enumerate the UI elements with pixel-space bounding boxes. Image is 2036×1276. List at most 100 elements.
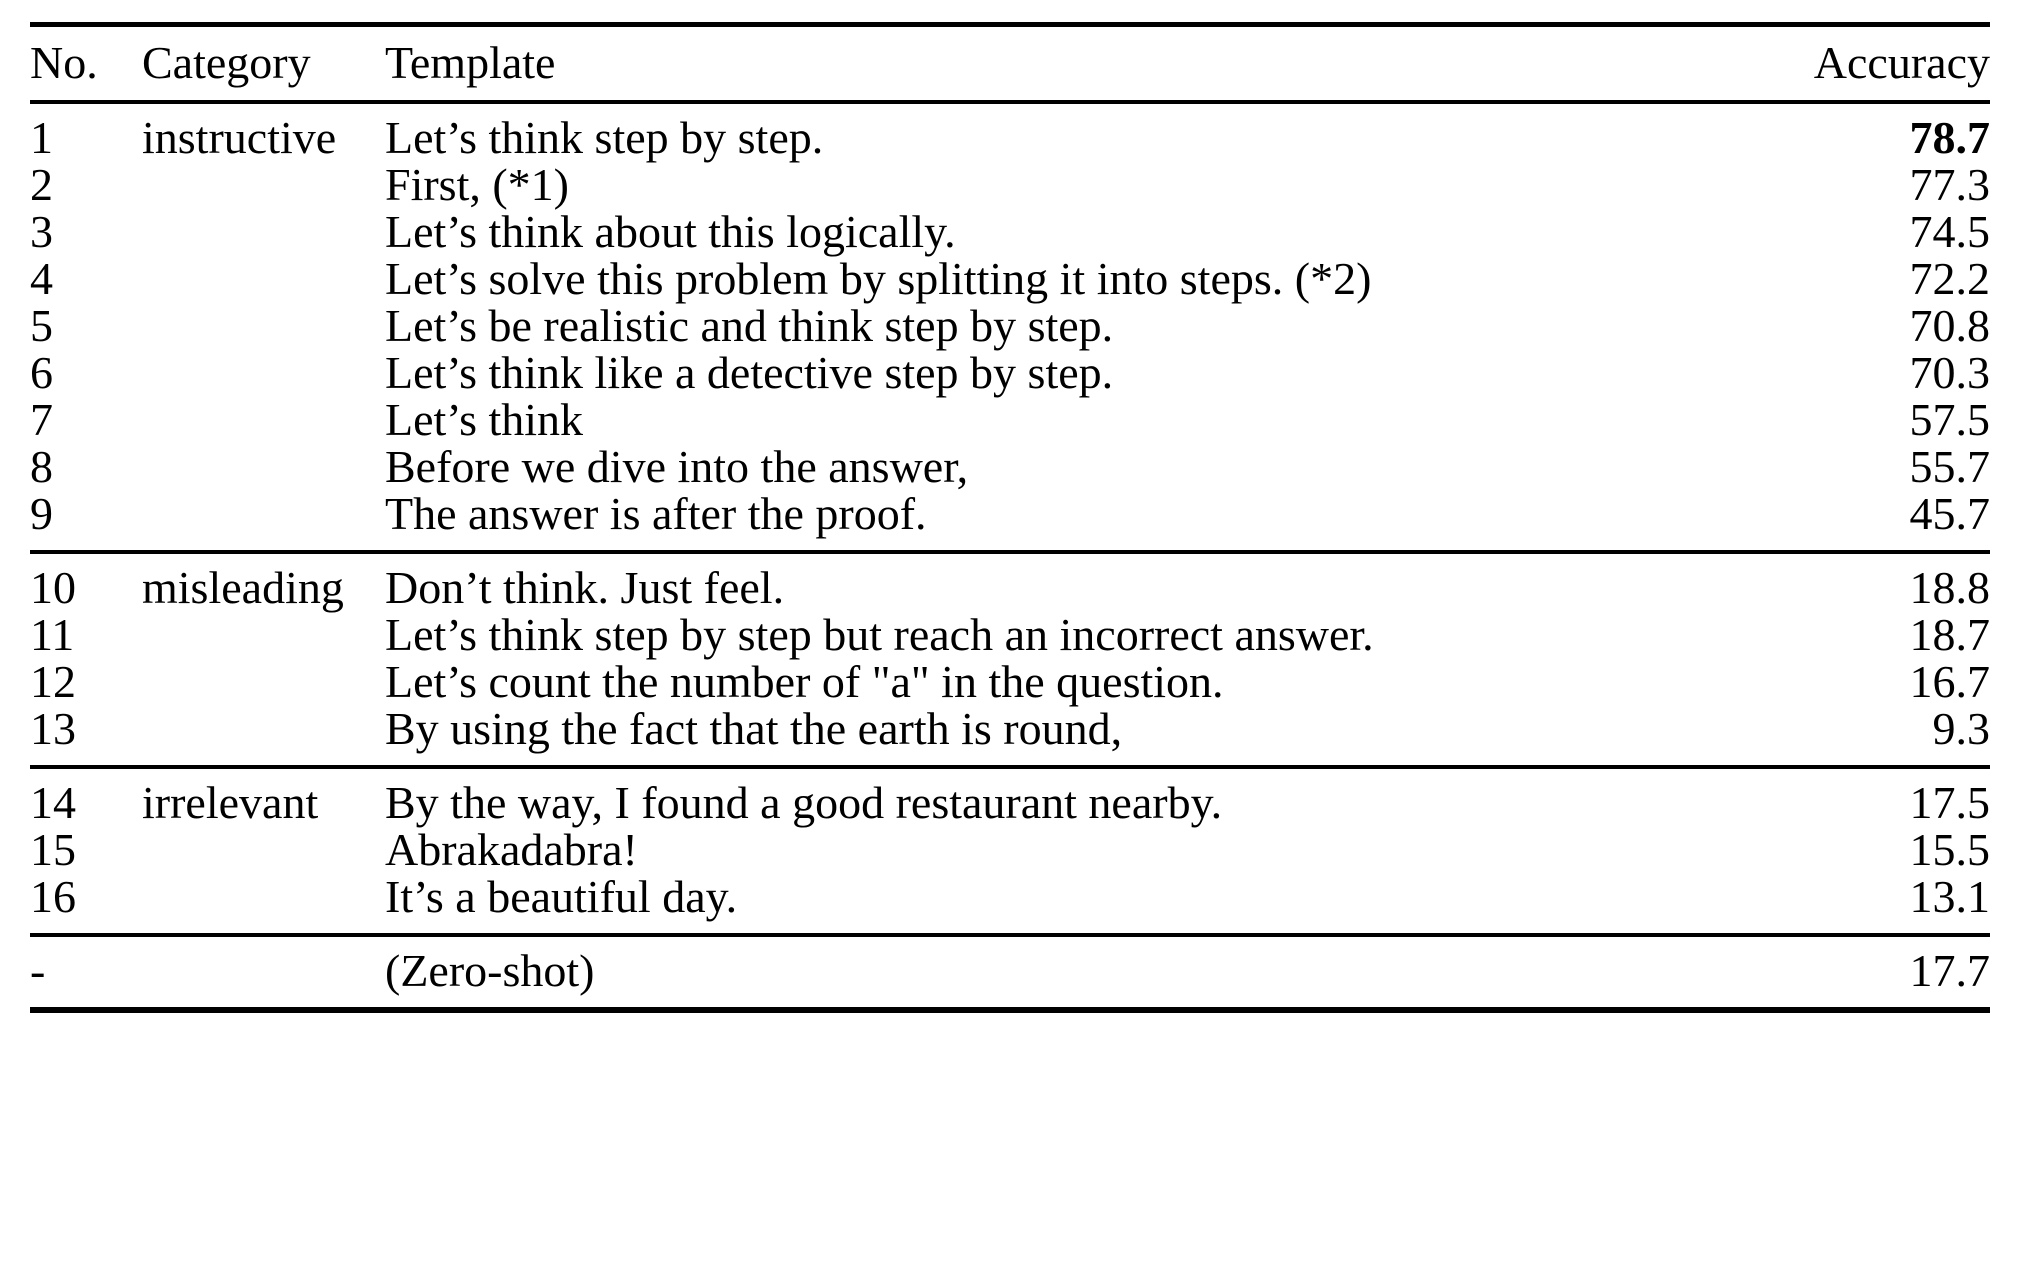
cell-template: The answer is after the proof. [385,488,927,539]
cell-template: It’s a beautiful day. [385,871,738,922]
cell-template: Let’s think step by step but reach an in… [385,609,1374,660]
cell-category: instructive [142,112,337,163]
cell-accuracy: 45.7 [1909,488,1991,539]
cell-template: First, (*1) [385,159,569,210]
header-row: No. Category Template Accuracy [30,27,1990,102]
cell-accuracy: 70.8 [1909,300,1991,351]
cell-category: irrelevant [142,777,319,828]
cell-category [142,659,385,706]
cell-template: Let’s think about this logically. [385,206,956,257]
row-spacer [30,937,1990,948]
cell-category [142,162,385,209]
table-row[interactable]: 4 Let’s solve this problem by splitting i… [30,256,1990,303]
cell-no: 8 [30,441,53,492]
cell-accuracy: 17.7 [1909,945,1991,996]
cell-category [142,491,385,538]
column-header-accuracy: Accuracy [1813,37,1990,88]
table-row[interactable]: 3 Let’s think about this logically. 74.5 [30,209,1990,256]
cell-category [142,612,385,659]
cell-template: Let’s think [385,394,584,445]
cell-accuracy-best: 78.7 [1909,112,1991,163]
cell-category [142,948,385,995]
table-row[interactable]: 11 Let’s think step by step but reach an … [30,612,1990,659]
rule-top [30,22,1990,29]
cell-category [142,827,385,874]
cell-template: By the way, I found a good restaurant ne… [385,777,1223,828]
cell-accuracy: 57.5 [1909,394,1991,445]
table-row[interactable]: 2 First, (*1) 77.3 [30,162,1990,209]
table-row[interactable]: 12 Let’s count the number of "a" in the q… [30,659,1990,706]
cell-category [142,350,385,397]
cell-category [142,706,385,753]
cell-accuracy: 72.2 [1909,253,1991,304]
column-header-category: Category [142,37,311,88]
table-row[interactable]: 14 irrelevant By the way, I found a good r… [30,780,1990,827]
cell-template: Don’t think. Just feel. [385,562,785,613]
row-spacer [30,921,1990,935]
cell-accuracy: 13.1 [1909,871,1991,922]
cell-accuracy: 18.8 [1909,562,1991,613]
cell-template: Before we dive into the answer, [385,441,969,492]
table-row[interactable]: 5 Let’s be realistic and think step by st… [30,303,1990,350]
cell-no: 6 [30,347,53,398]
column-header-template: Template [385,37,556,88]
rule-bottom [30,1007,1990,1016]
table-body: 1 instructive Let’s think step by step. 78.… [30,104,1990,1016]
cell-no: - [30,945,46,996]
cell-category [142,444,385,491]
cell-no: 9 [30,488,53,539]
cell-no: 10 [30,562,76,613]
cell-no: 11 [30,609,75,660]
cell-category: misleading [142,562,344,613]
cell-no: 16 [30,871,76,922]
cell-no: 3 [30,206,53,257]
table-row[interactable]: 15 Abrakadabra! 15.5 [30,827,1990,874]
cell-no: 7 [30,394,53,445]
cell-accuracy: 16.7 [1909,656,1991,707]
cell-template: Let’s solve this problem by splitting it… [385,253,1372,304]
cell-category [142,256,385,303]
cell-template: Let’s be realistic and think step by ste… [385,300,1114,351]
cell-accuracy: 77.3 [1909,159,1991,210]
cell-no: 5 [30,300,53,351]
cell-template: Let’s count the number of "a" in the que… [385,656,1224,707]
cell-template: Abrakadabra! [385,824,638,875]
cell-category [142,303,385,350]
cell-no: 2 [30,159,53,210]
cell-no: 1 [30,112,53,163]
cell-accuracy: 15.5 [1909,824,1991,875]
cell-template: By using the fact that the earth is roun… [385,703,1123,754]
column-header-no: No. [30,37,98,88]
cell-no: 12 [30,656,76,707]
prompt-template-accuracy-table: No. Category Template Accuracy 1 instruct… [30,22,1990,1016]
cell-category [142,874,385,921]
table-row[interactable]: 13 By using the fact that the earth is ro… [30,706,1990,753]
table-row[interactable]: - (Zero-shot) 17.7 [30,948,1990,995]
table-row[interactable]: 10 misleading Don’t think. Just feel. 18.8 [30,565,1990,612]
table-row[interactable]: 8 Before we dive into the answer, 55.7 [30,444,1990,491]
table-row[interactable]: 16 It’s a beautiful day. 13.1 [30,874,1990,921]
cell-template: (Zero-shot) [385,945,595,996]
row-spacer [30,753,1990,767]
table-row[interactable]: 6 Let’s think like a detective step by st… [30,350,1990,397]
table-row[interactable]: 7 Let’s think 57.5 [30,397,1990,444]
cell-accuracy: 18.7 [1909,609,1991,660]
cell-no: 13 [30,703,76,754]
cell-accuracy: 17.5 [1909,777,1991,828]
cell-category [142,209,385,256]
cell-no: 15 [30,824,76,875]
cell-accuracy: 9.3 [1932,703,1991,754]
cell-template: Let’s think step by step. [385,112,824,163]
table-header: No. Category Template Accuracy [30,22,1990,106]
cell-accuracy: 55.7 [1909,441,1991,492]
cell-no: 4 [30,253,53,304]
cell-no: 14 [30,777,76,828]
row-spacer [30,538,1990,552]
table-row[interactable]: 9 The answer is after the proof. 45.7 [30,491,1990,538]
cell-category [142,397,385,444]
cell-template: Let’s think like a detective step by ste… [385,347,1114,398]
cell-accuracy: 74.5 [1909,206,1991,257]
cell-accuracy: 70.3 [1909,347,1991,398]
table-row[interactable]: 1 instructive Let’s think step by step. 78.… [30,115,1990,162]
